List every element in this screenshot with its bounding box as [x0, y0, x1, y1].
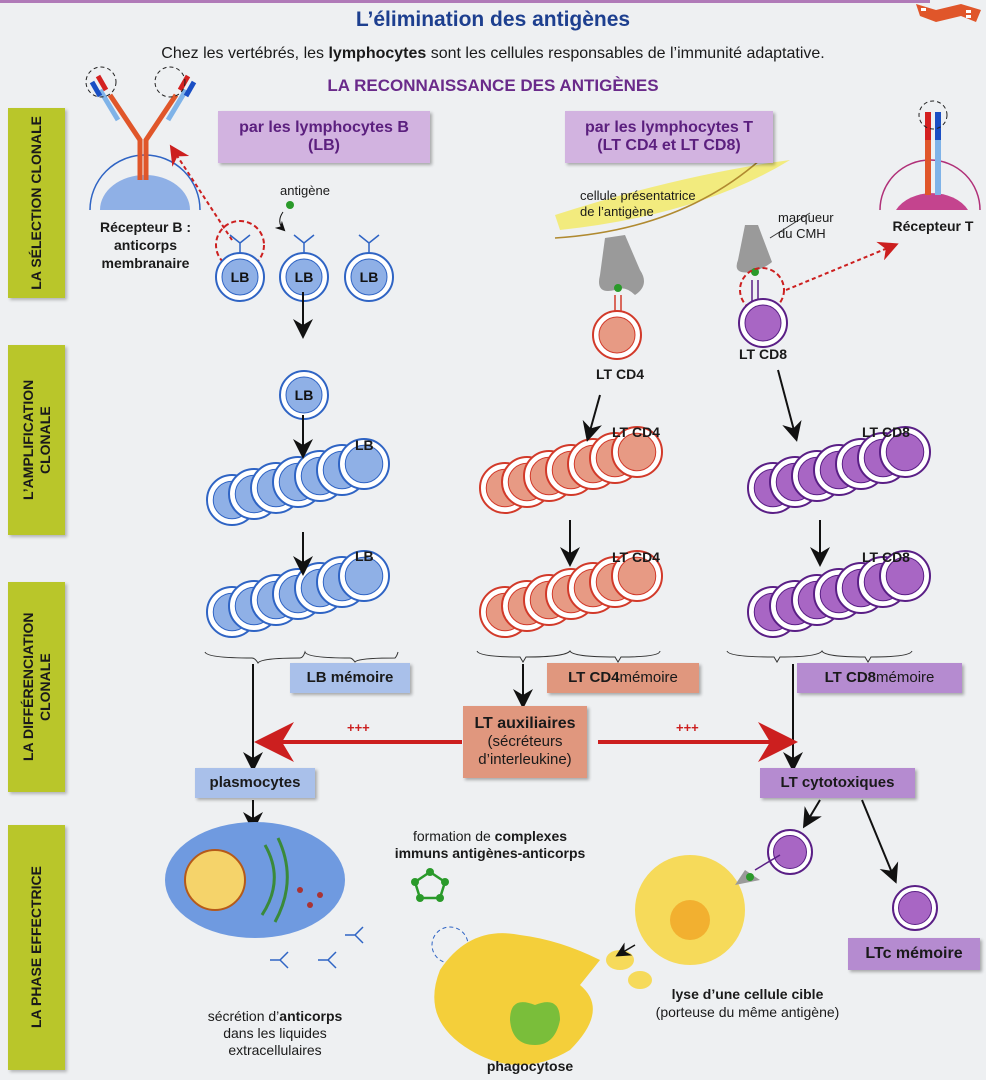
top-border: [0, 0, 930, 3]
cd4-clone-cell: [611, 426, 663, 478]
plus-right: +++: [676, 720, 699, 735]
lb-clone-label-2: LB: [355, 548, 374, 564]
box-line: par les lymphocytes B: [239, 119, 409, 136]
ltc-memory-box: LTc mémoire: [848, 938, 980, 970]
subtitle-bold: lymphocytes: [328, 45, 427, 62]
cd4-clone-label-2: LT CD4: [612, 549, 660, 565]
antibody-secretion-label: sécrétion d’anticorps dans les liquides …: [207, 1008, 343, 1058]
subtitle-text-end: sont les cellules responsables de l’immu…: [426, 45, 825, 62]
antigen-dot: [286, 201, 294, 209]
zoom-arrow-t: [785, 241, 899, 291]
receptor-t-icon: [879, 100, 981, 211]
cd4-clone-cell: [611, 550, 663, 602]
receptor-b-icon: [85, 66, 201, 211]
cell-label: LB: [295, 269, 314, 285]
cell-label: LB: [295, 387, 314, 403]
phase-selection: LA SÉLECTION CLONALE: [8, 108, 65, 298]
cd8-cell: [738, 298, 788, 348]
highlight-circle: [215, 220, 265, 270]
ltc-memory-cell: [892, 885, 938, 931]
mhc-marker-icon: [599, 235, 644, 295]
phase-amplification: L’AMPLIFICATION CLONALE: [8, 345, 65, 535]
apc-cell: [555, 160, 790, 230]
helper-t-box: LT auxiliaires (sécréteurs d’interleukin…: [463, 706, 587, 778]
lb-cell: LB: [344, 252, 394, 302]
plus-left: +++: [347, 720, 370, 735]
cd8-memory-box: LT CD8 mémoire: [797, 663, 962, 693]
box-line: (LT CD4 et LT CD8): [597, 137, 741, 154]
cytotoxic-box: LT cytotoxiques: [760, 768, 915, 798]
phase-effector: LA PHASE EFFECTRICE: [8, 825, 65, 1070]
phase-differentiation: LA DIFFÉRENCIATION CLONALE: [8, 582, 65, 792]
cd8-clone-cell: [879, 550, 931, 602]
bcr-icon: [229, 234, 251, 253]
cell-label: LB: [360, 269, 379, 285]
mhc-marker-icon: [736, 225, 772, 273]
cell-label: LB: [231, 269, 250, 285]
cd8-clone-cell: [879, 426, 931, 478]
phagocyte-cell: [434, 933, 600, 1065]
cd4-memory-box: LT CD4 mémoire: [547, 663, 699, 693]
lb-cell-activated: LB: [279, 370, 329, 420]
subtitle: Chez les vertébrés, les lymphocytes sont…: [0, 45, 986, 63]
lb-clone-cell: [338, 550, 390, 602]
immune-complex-label: formation de complexes immuns antigènes-…: [394, 828, 586, 861]
lt-cd4-label: LT CD4: [596, 366, 644, 382]
cd8-clone-label: LT CD8: [862, 424, 910, 440]
b-lymphocyte-box: par les lymphocytes B(LB): [218, 111, 430, 163]
lb-memory-box: LB mémoire: [290, 663, 410, 693]
immune-complex-icon: [411, 868, 469, 964]
lb-cell: LB: [215, 252, 265, 302]
cd4-cell: [592, 310, 642, 360]
plasmocyte-cell: [165, 822, 345, 938]
zoom-arrow-b: [169, 144, 233, 241]
film-logo-icon: [916, 4, 981, 22]
lt-cd8-label: LT CD8: [739, 346, 787, 362]
box-line: (LB): [308, 137, 340, 154]
page-title: L’élimination des antigènes: [355, 8, 631, 31]
cd8-clone-label-2: LT CD8: [862, 549, 910, 565]
box-line: par les lymphocytes T: [584, 119, 754, 136]
bcr-icon: [293, 234, 315, 253]
cytotoxic-cell: [767, 829, 813, 875]
antigen-label: antigène: [280, 183, 330, 198]
lb-clone-cell: [338, 438, 390, 490]
phagocytosis-label: phagocytose: [486, 1058, 574, 1074]
plasmocytes-box: plasmocytes: [195, 768, 315, 798]
receptor-t-label: Récepteur T: [892, 218, 974, 234]
section-title: LA RECONNAISSANCE DES ANTIGÈNES: [327, 76, 659, 95]
antibodies-icon: [270, 926, 364, 969]
antigen-arrow: [274, 211, 286, 232]
bcr-icon: [358, 234, 380, 253]
lysis-label: lyse d’une cellule cible(porteuse du mêm…: [655, 986, 840, 1020]
t-lymphocyte-box: par les lymphocytes T(LT CD4 et LT CD8): [565, 111, 773, 163]
lb-clone-label: LB: [355, 437, 374, 453]
subtitle-text: Chez les vertébrés, les: [161, 45, 329, 62]
cd4-clone-label: LT CD4: [612, 424, 660, 440]
